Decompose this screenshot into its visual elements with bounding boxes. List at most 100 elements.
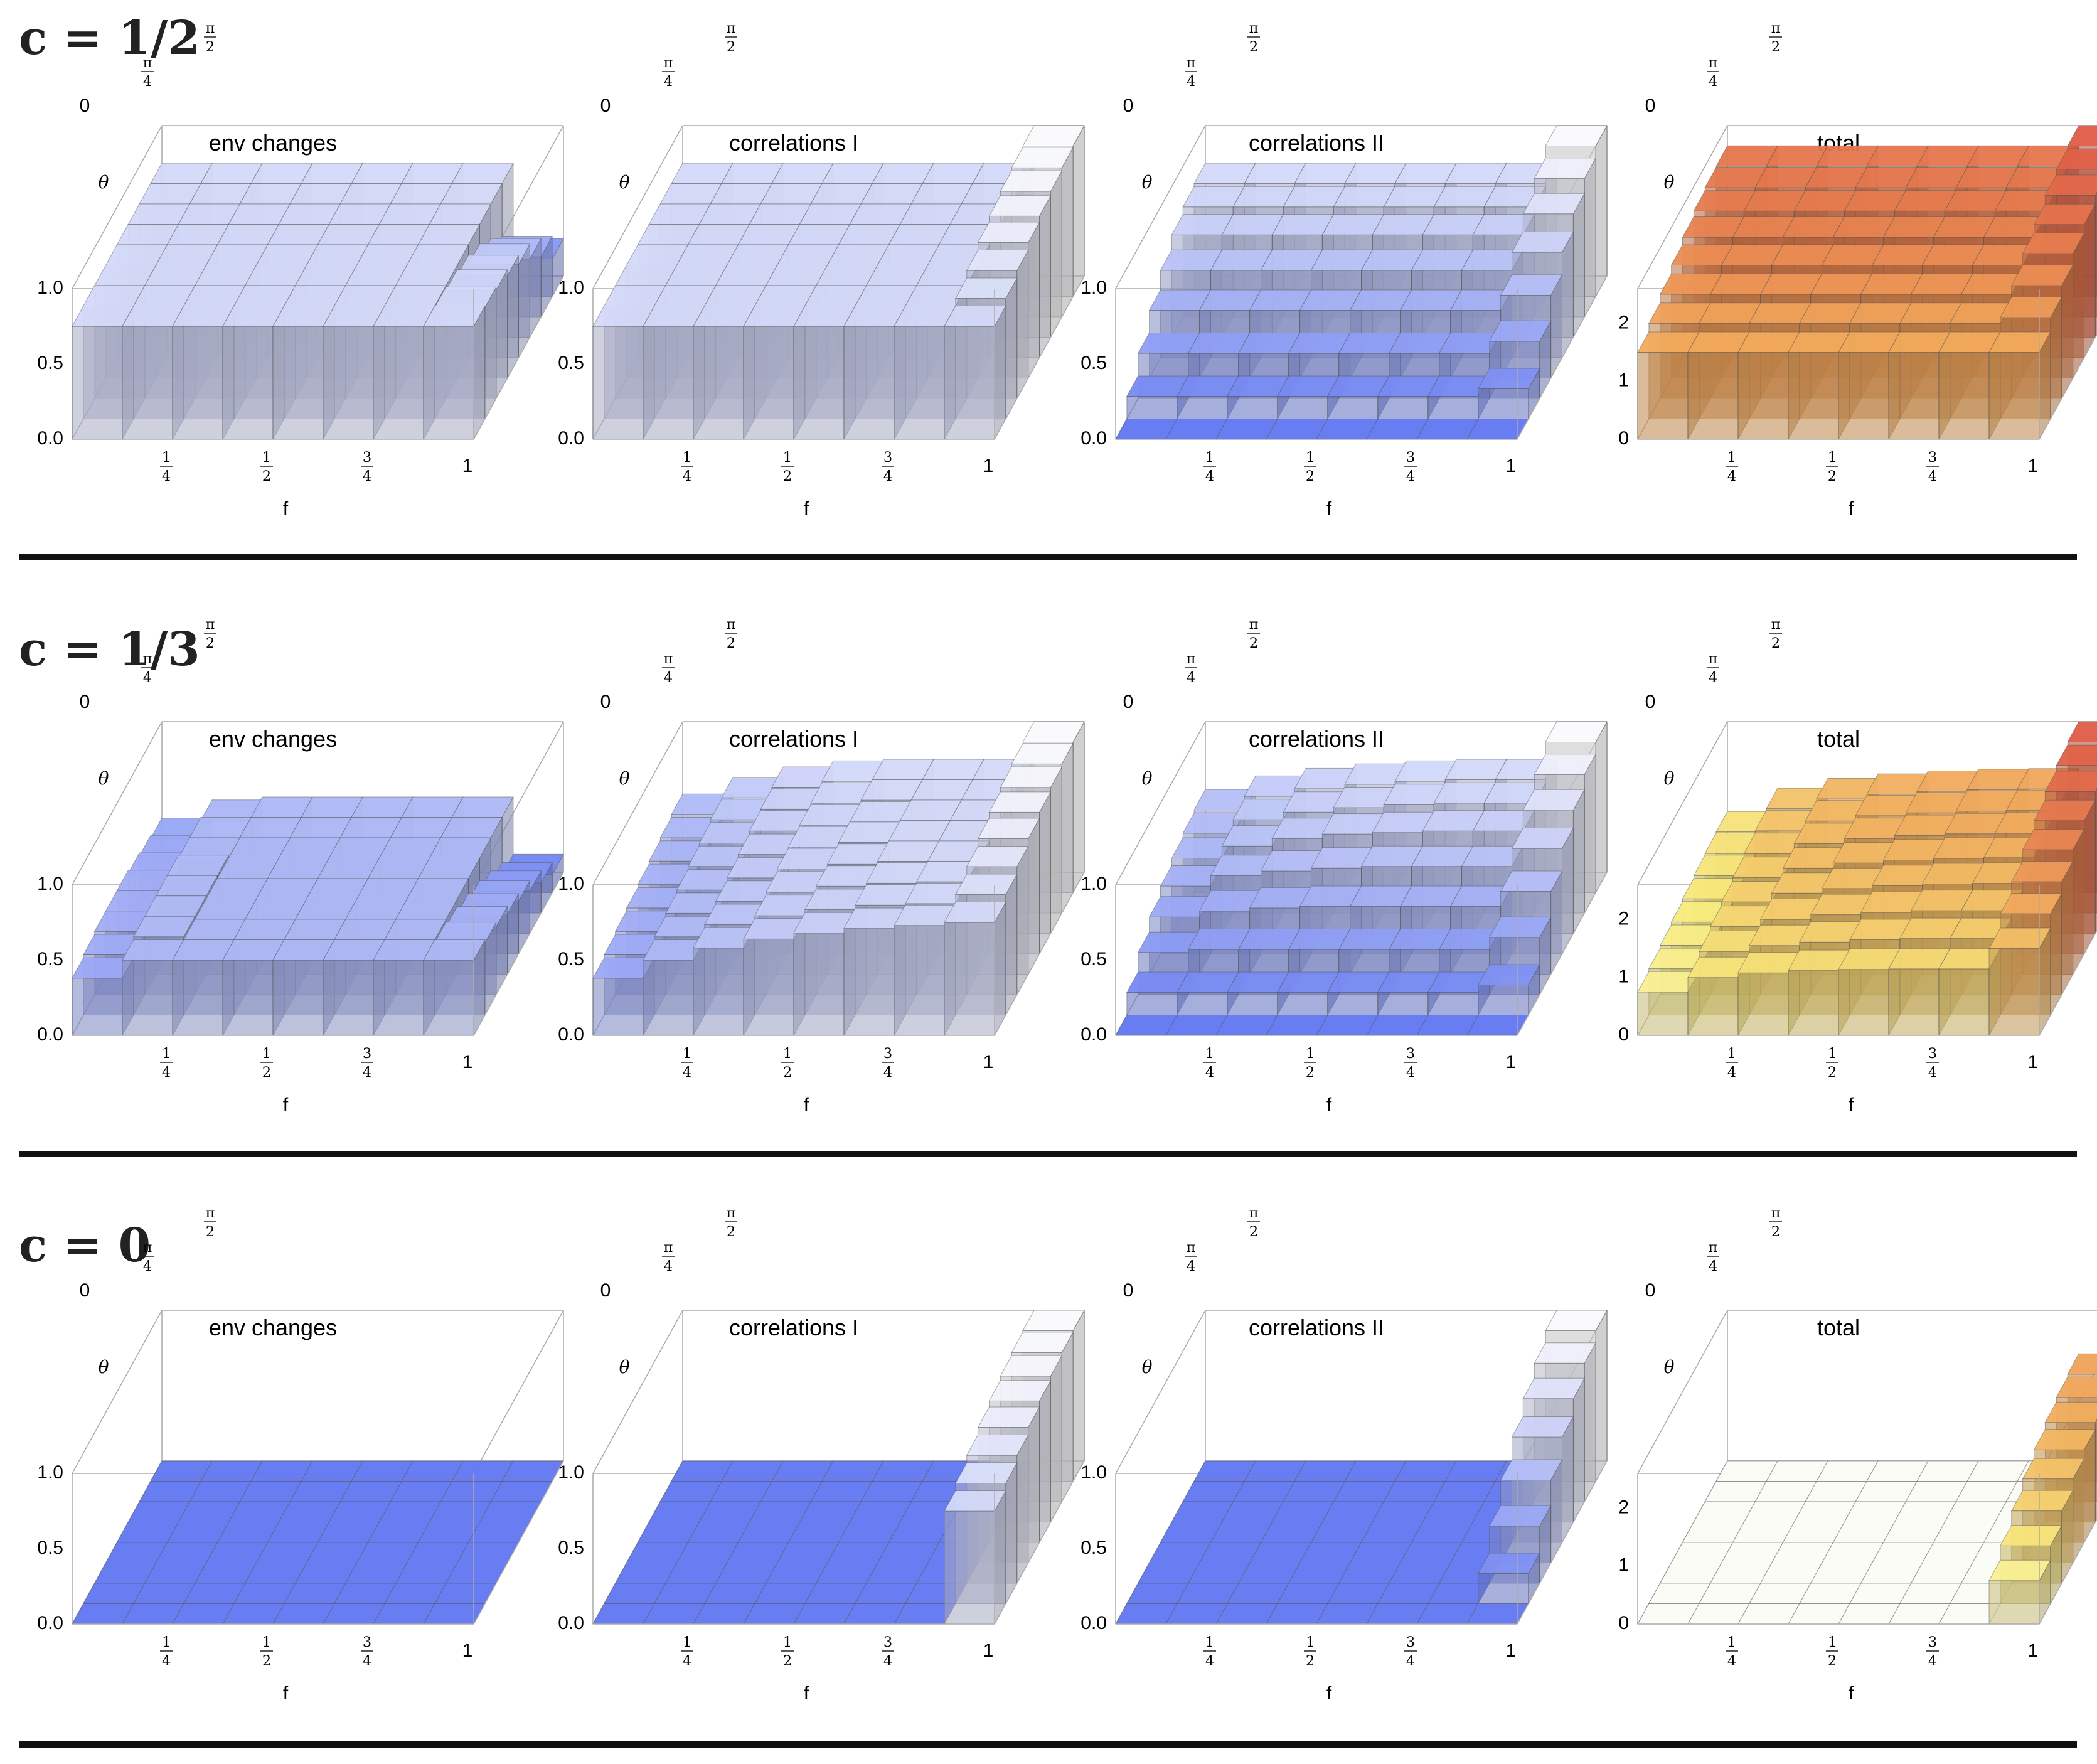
tick-label-num: π: [1709, 1239, 1718, 1256]
bar-top: [2000, 1525, 2062, 1546]
tick-label-num: π: [1187, 1239, 1196, 1256]
chart-title: correlations I: [729, 726, 858, 752]
bar-top: [406, 878, 469, 899]
bar-front: [894, 326, 945, 440]
bar-side: [1028, 222, 1040, 378]
row-divider: [19, 1151, 2077, 1157]
tick-label-den: 2: [1306, 1064, 1315, 1081]
tick-label-num: π: [1709, 651, 1718, 667]
tick-label-den: 4: [883, 1064, 892, 1081]
tick-label-num: 3: [363, 1045, 371, 1062]
tick-label: 0: [600, 95, 611, 116]
tick-label-den: 4: [162, 1064, 171, 1081]
tick-label: 2: [1618, 312, 1629, 333]
tick-label: 0: [1123, 692, 1134, 712]
box-edge: [1637, 1310, 1728, 1474]
bar-side: [496, 269, 508, 399]
bar-top: [988, 1380, 1052, 1401]
bar: [423, 939, 486, 1036]
tick-label-den: 2: [1828, 1653, 1837, 1669]
y-axis-label: θ: [1664, 172, 1675, 193]
tick-label-num: 1: [162, 1634, 171, 1650]
bar-front: [1227, 396, 1278, 419]
box-edge: [2039, 333, 2097, 440]
tick-label-den: 4: [1727, 468, 1736, 484]
bar-front: [1126, 396, 1178, 419]
tick-label-den: 2: [262, 1064, 271, 1081]
bar-top: [155, 875, 218, 897]
bar-front: [122, 960, 173, 1036]
bar-side: [1584, 158, 1596, 318]
bar-front: [1637, 352, 1689, 440]
box-edge: [473, 1310, 564, 1474]
tick-label-den: 4: [1187, 1258, 1195, 1275]
bar-top: [955, 1462, 1018, 1483]
bar-front: [592, 326, 644, 440]
tick-label-den: 4: [1709, 670, 1717, 686]
tick-label-den: 4: [1187, 73, 1195, 90]
x-axis-label: f: [283, 1683, 289, 1704]
y-axis-label: θ: [619, 1357, 630, 1377]
tick-label-den: 4: [1406, 1064, 1415, 1081]
tick-label-den: 2: [1306, 1653, 1315, 1669]
tick-label-num: 1: [783, 449, 792, 466]
tick-label-num: π: [206, 20, 215, 36]
bar-front: [1478, 1573, 1529, 1604]
box-edge: [72, 721, 163, 885]
bar-front: [1277, 992, 1328, 1015]
x-axis-label: f: [1849, 498, 1854, 519]
tick-label-num: 3: [1928, 449, 1937, 466]
tick-label-den: 2: [1771, 39, 1780, 55]
tick-label-num: π: [1771, 1205, 1781, 1221]
tick-label-num: π: [664, 651, 673, 667]
tick-label: 0: [1123, 95, 1134, 116]
tick-label: 0: [1645, 692, 1656, 712]
bar-top: [406, 244, 469, 265]
bar-front: [172, 960, 223, 1036]
bar-front: [1478, 985, 1529, 1015]
tick-label: 0.0: [1081, 1024, 1107, 1045]
bar: [944, 306, 1006, 440]
tick-label-num: 1: [1306, 1634, 1315, 1650]
bar-top: [1488, 916, 1552, 938]
tick-label: 0.0: [37, 1024, 63, 1045]
tick-label-den: 2: [783, 468, 792, 484]
tick-label-num: 1: [783, 1634, 792, 1650]
chart-title: correlations I: [729, 1315, 858, 1340]
bar-side: [1562, 828, 1574, 954]
bar-top: [1500, 870, 1563, 892]
bar-side: [2061, 265, 2074, 399]
tick-label-num: 1: [1828, 1045, 1837, 1062]
bar-front: [693, 948, 744, 1036]
bar-front: [643, 326, 694, 440]
tick-label-den: 2: [727, 39, 735, 55]
tick-label-den: 2: [1828, 468, 1837, 484]
bar-front: [72, 326, 123, 440]
tick-label-num: 1: [1205, 449, 1214, 466]
bar-top: [944, 306, 1006, 327]
bar-top: [2056, 148, 2097, 170]
chart-title: correlations II: [1249, 130, 1384, 156]
bar-side: [1016, 250, 1029, 399]
bar-front: [323, 960, 374, 1036]
bar-top: [1022, 1310, 1085, 1331]
bar-side: [507, 255, 519, 378]
bar-top: [2022, 233, 2085, 254]
box-edge: [994, 275, 1085, 440]
x-axis-label: f: [1326, 1683, 1332, 1704]
bar-top: [434, 286, 497, 308]
tick-label: 0.5: [1081, 1537, 1107, 1558]
bar-side: [1072, 721, 1085, 893]
bar-front: [1938, 352, 1990, 440]
bar-side: [1562, 232, 1574, 358]
bar-side: [1028, 1406, 1040, 1563]
bar-top: [977, 222, 1040, 243]
x-axis-label: f: [804, 1094, 809, 1115]
bar-front: [1988, 1580, 2040, 1625]
bar-top: [1000, 1355, 1063, 1377]
bar-top: [2044, 174, 2097, 196]
bar-top: [1511, 1416, 1574, 1438]
box-edge: [473, 1460, 564, 1625]
